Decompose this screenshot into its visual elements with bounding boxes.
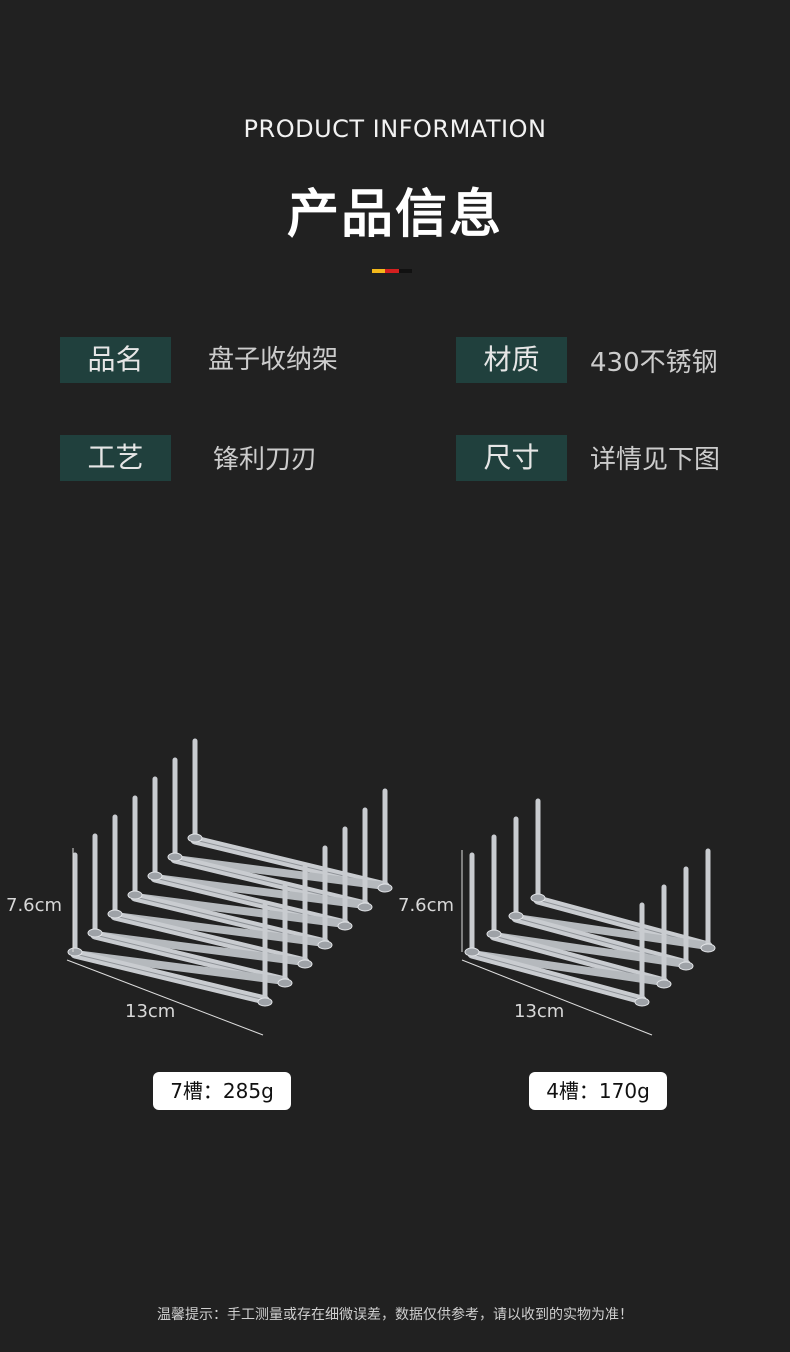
weight-badge: 7槽：285g [153,1072,291,1110]
height-dimension-label: 7.6cm [398,895,455,916]
post-foot [127,890,143,900]
post-foot [257,997,273,1007]
accent-black [398,269,412,273]
height-dimension-label: 7.6cm [6,895,63,916]
spec-label-size: 尺寸 [456,435,567,481]
post-foot [700,943,716,953]
rack-7-slot-illustration [66,738,393,1036]
page-title-en: PRODUCT INFORMATION [243,115,547,143]
post-foot [147,871,163,881]
page-title-cn: 产品信息 [286,185,503,245]
post-foot [67,947,83,957]
rack-4-slot-illustration [461,798,716,1036]
post-foot [357,902,373,912]
post-foot [87,928,103,938]
post-foot [678,961,694,971]
length-dimension-label: 13cm [125,1001,176,1022]
spec-value-material: 430不锈钢 [590,348,718,378]
scissor-bar-edge [471,953,643,1001]
spec-value-name: 盘子收纳架 [208,345,339,375]
disclaimer-footnote: 温馨提示：手工测量或存在细微误差，数据仅供参考，请以收到的实物为准！ [157,1307,633,1323]
post-foot [530,893,546,903]
post-foot [187,833,203,843]
post-foot [486,929,502,939]
post-foot [377,883,393,893]
accent-divider [372,269,412,273]
length-dimension-line [66,959,264,1036]
spec-value-size: 详情见下图 [590,445,721,475]
scissor-bar-edge [74,953,266,1001]
spec-label-name: 品名 [60,337,171,383]
weight-badge: 4槽：170g [529,1072,667,1110]
length-dimension-line [461,959,653,1036]
post-foot [107,909,123,919]
post-foot [277,978,293,988]
spec-label-material: 材质 [456,337,567,383]
length-dimension-label: 13cm [514,1001,565,1022]
post-foot [337,921,353,931]
spec-value-craft: 锋利刀刃 [213,445,318,475]
accent-yellow [372,269,386,273]
post-foot [464,947,480,957]
spec-label-craft: 工艺 [60,435,171,481]
post-foot [167,852,183,862]
post-foot [634,997,650,1007]
post-foot [297,959,313,969]
post-foot [656,979,672,989]
post-foot [508,911,524,921]
accent-red [385,269,399,273]
post-foot [317,940,333,950]
